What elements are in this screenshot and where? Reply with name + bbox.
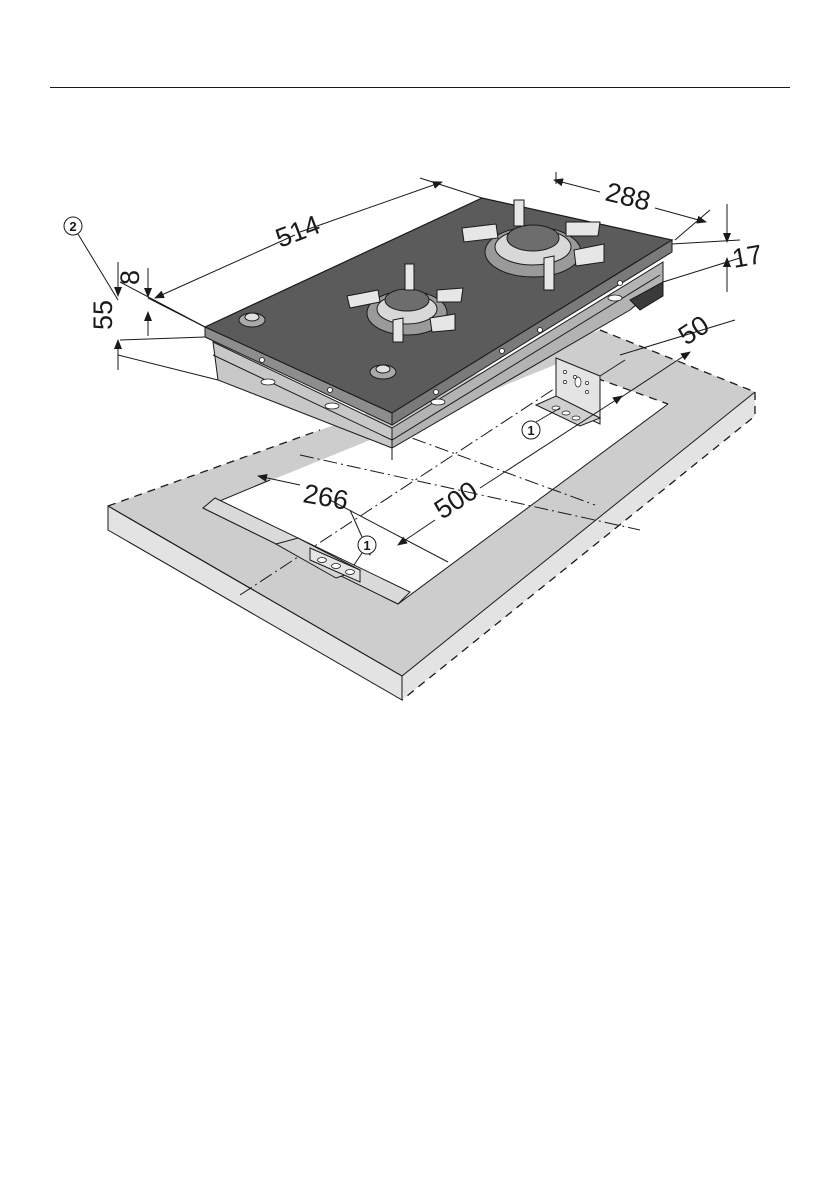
control-knob-icon bbox=[370, 365, 396, 379]
dim-288: 288 bbox=[603, 177, 654, 217]
svg-text:1: 1 bbox=[527, 423, 534, 438]
callout-edge-detail: 2 bbox=[64, 217, 118, 300]
dim-266: 266 bbox=[301, 478, 351, 515]
worktop-right-edge bbox=[402, 392, 755, 700]
dim-500: 500 bbox=[429, 475, 483, 525]
control-knob-icon bbox=[239, 313, 265, 327]
svg-text:2: 2 bbox=[69, 219, 76, 234]
dim-55: 55 bbox=[88, 300, 118, 330]
dimension-rear-step: 17 bbox=[663, 204, 765, 292]
callout-bracket-front: 1 bbox=[354, 536, 376, 565]
dim-8: 8 bbox=[115, 270, 145, 285]
dim-50: 50 bbox=[673, 310, 715, 352]
dim-17: 17 bbox=[730, 239, 765, 274]
dimension-heights: 8 55 bbox=[88, 262, 218, 380]
dim-514: 514 bbox=[271, 209, 324, 253]
svg-text:1: 1 bbox=[363, 538, 370, 553]
